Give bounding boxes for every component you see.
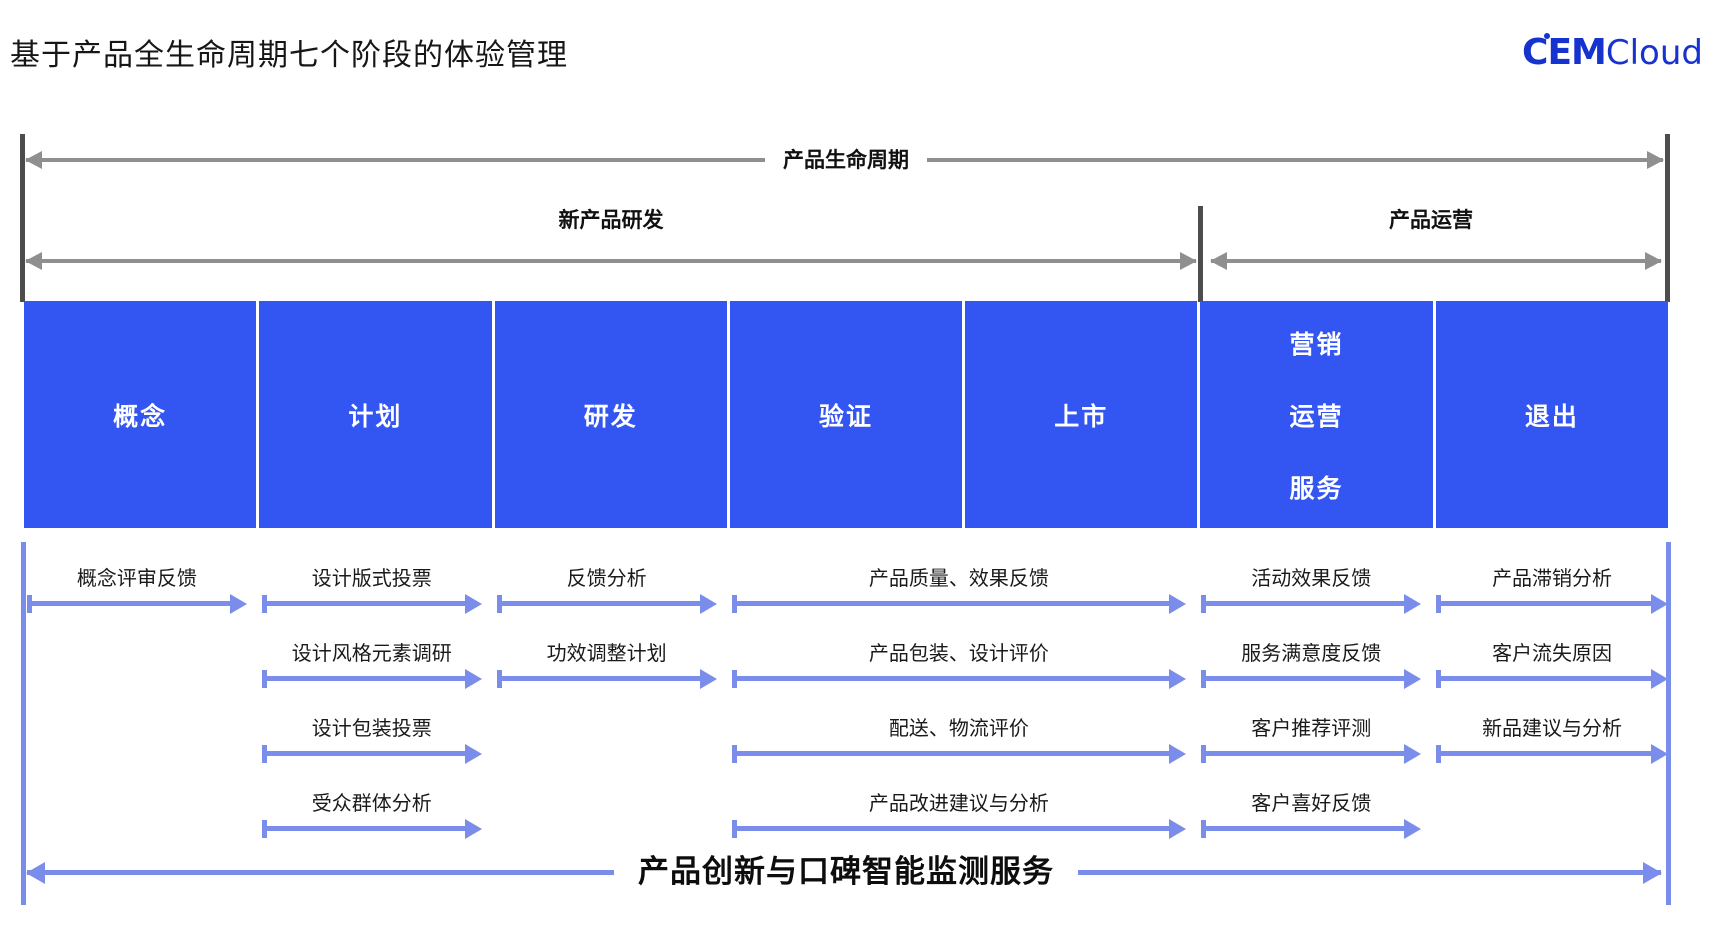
arrow-right-icon xyxy=(262,826,475,831)
feedback-item: 功效调整计划 xyxy=(494,623,729,681)
feedback-item: 设计风格元素调研 xyxy=(259,623,494,681)
stage-concept: 概念 xyxy=(24,301,257,528)
tier-label-product-operation: 产品运营 xyxy=(1389,208,1473,232)
arrow-right-icon xyxy=(1202,751,1415,756)
feedback-item: 产品质量、效果反馈 xyxy=(729,548,1199,606)
stage-exit: 退出 xyxy=(1435,301,1668,528)
feedback-item: 新品建议与分析 xyxy=(1433,698,1668,756)
feedback-item: 产品改进建议与分析 xyxy=(729,773,1199,831)
stage-plan: 计划 xyxy=(259,301,492,528)
bottom-label-wrap: 产品创新与口碑智能监测服务 xyxy=(24,850,1668,894)
stage-launch: 上市 xyxy=(965,301,1198,528)
stage-marketing-operation-service: 营销 运营 服务 xyxy=(1200,301,1433,528)
feedback-row-4: 受众群体分析 产品改进建议与分析 客户喜好反馈 xyxy=(24,773,1668,831)
lifecycle-right-post xyxy=(1665,134,1670,302)
logo-cloud-text: Cloud xyxy=(1605,33,1703,73)
feedback-row-1: 概念评审反馈 设计版式投票 反馈分析 产品质量、效果反馈 活动效果反馈 产品滞销… xyxy=(24,548,1668,606)
feedback-item: 配送、物流评价 xyxy=(729,698,1199,756)
arrow-right-icon xyxy=(1437,601,1661,606)
page-title: 基于产品全生命周期七个阶段的体验管理 xyxy=(10,38,568,73)
feedback-item: 活动效果反馈 xyxy=(1198,548,1433,606)
arrow-right-icon xyxy=(732,676,1180,681)
arrow-right-icon xyxy=(28,601,240,606)
tier-divider-post xyxy=(1198,206,1203,302)
feedback-row-3: 设计包装投票 配送、物流评价 客户推荐评测 新品建议与分析 xyxy=(24,698,1668,756)
arrow-right-icon xyxy=(1202,826,1415,831)
arrow-right-icon xyxy=(497,676,710,681)
tier-arrow-product-operation xyxy=(1211,259,1661,263)
arrow-right-icon xyxy=(1202,601,1415,606)
feedback-item: 服务满意度反馈 xyxy=(1198,623,1433,681)
lifecycle-label: 产品生命周期 xyxy=(765,146,927,174)
feedback-item: 概念评审反馈 xyxy=(24,548,259,606)
feedback-item: 客户推荐评测 xyxy=(1198,698,1433,756)
feedback-row-2: 设计风格元素调研 功效调整计划 产品包装、设计评价 服务满意度反馈 客户流失原因 xyxy=(24,623,1668,681)
tier-arrow-new-product-rd xyxy=(26,259,1196,263)
feedback-item: 反馈分析 xyxy=(494,548,729,606)
stage-validation: 验证 xyxy=(729,301,963,528)
lifecycle-label-wrap: 产品生命周期 xyxy=(24,146,1668,174)
feedback-item: 客户流失原因 xyxy=(1433,623,1668,681)
tier-label-new-product-rd: 新产品研发 xyxy=(558,208,664,232)
feedback-item: 受众群体分析 xyxy=(259,773,494,831)
left-rail xyxy=(21,542,26,905)
feedback-item: 产品包装、设计评价 xyxy=(729,623,1199,681)
lifecycle-diagram: 产品生命周期 新产品研发 产品运营 概念 计划 研发 验证 上市 营销 运营 服… xyxy=(20,0,1671,931)
logo-dot-icon xyxy=(1544,33,1551,39)
lifecycle-left-post xyxy=(20,134,25,302)
arrow-right-icon xyxy=(732,601,1180,606)
arrow-right-icon xyxy=(1202,676,1415,681)
right-rail xyxy=(1666,542,1671,905)
feedback-item: 设计包装投票 xyxy=(259,698,494,756)
arrow-right-icon xyxy=(732,751,1180,756)
bottom-service-label: 产品创新与口碑智能监测服务 xyxy=(614,850,1078,894)
arrow-right-icon xyxy=(262,751,475,756)
arrow-right-icon xyxy=(262,676,475,681)
feedback-item: 产品滞销分析 xyxy=(1433,548,1668,606)
feedback-item: 设计版式投票 xyxy=(259,548,494,606)
arrow-right-icon xyxy=(497,601,710,606)
feedback-item: 客户喜好反馈 xyxy=(1198,773,1433,831)
arrow-right-icon xyxy=(1437,676,1661,681)
arrow-right-icon xyxy=(262,601,475,606)
arrow-right-icon xyxy=(732,826,1180,831)
stage-band: 概念 计划 研发 验证 上市 营销 运营 服务 退出 xyxy=(24,301,1668,528)
arrow-right-icon xyxy=(1437,751,1661,756)
stage-rd: 研发 xyxy=(494,301,727,528)
